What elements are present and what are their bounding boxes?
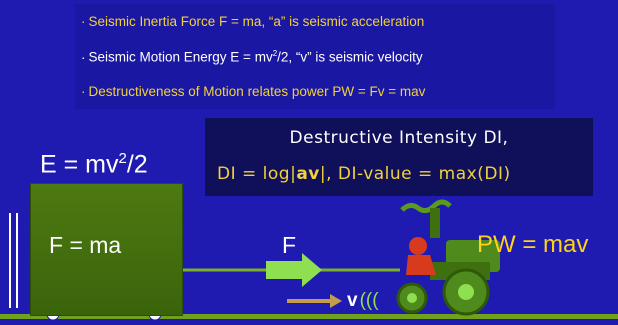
power-formula: PW = mav [477,231,589,258]
force-arrow [266,253,322,287]
force-label: F [282,232,297,258]
bullet-inertia-force: ·Seismic Inertia Force F = ma, “a” is se… [81,14,425,29]
inertia-force-label: F = ma [49,232,122,258]
bullet-panel: ·Seismic Inertia Force F = ma, “a” is se… [75,4,555,109]
wall-lines [9,213,18,308]
destructive-intensity-box: Destructive Intensity DI, DI = log|av|, … [205,118,593,196]
di-title: Destructive Intensity DI, [289,128,509,148]
wave-marks: ((( [359,290,379,311]
di-formula: DI = log|av|, DI-value = max(DI) [217,164,511,184]
tractor-icon [396,199,500,316]
energy-formula: E = mv2/2 [40,150,148,179]
bullet-motion-energy: ·Seismic Motion Energy E = mv2/2, “v” is… [81,49,423,65]
ground-line [0,314,618,319]
velocity-arrow [287,294,342,308]
mass-box [30,183,183,316]
velocity-label: v((( [347,290,379,311]
bullet-destructiveness: ·Destructiveness of Motion relates power… [81,84,426,99]
